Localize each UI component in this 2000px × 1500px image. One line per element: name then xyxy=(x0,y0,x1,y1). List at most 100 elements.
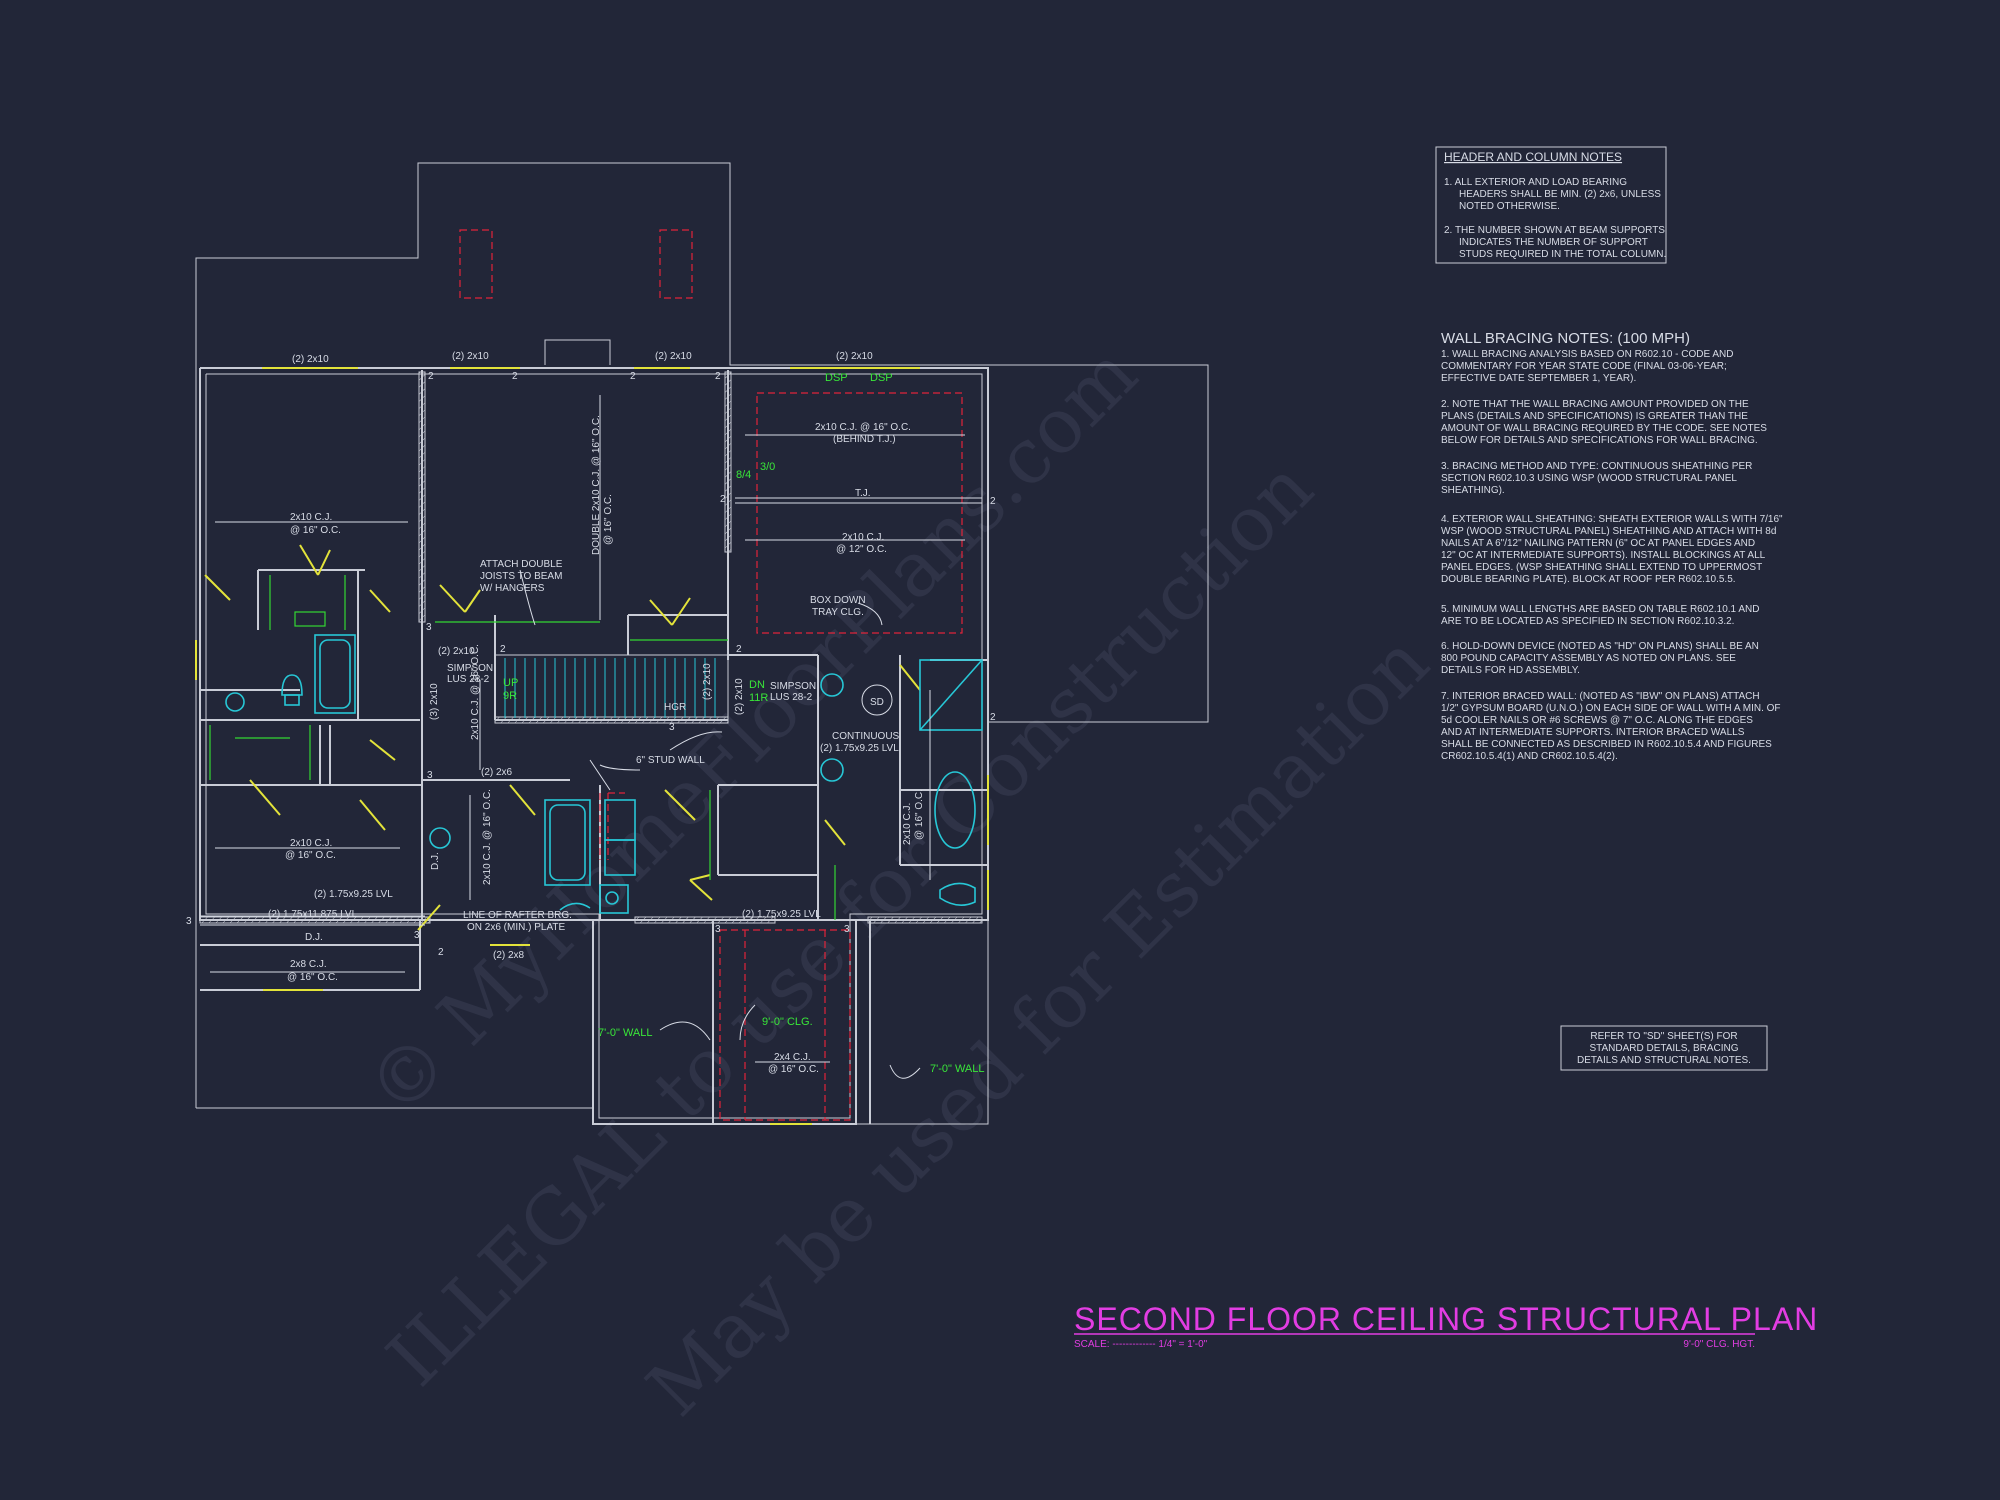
svg-text:SHEATHING).: SHEATHING). xyxy=(1441,485,1505,496)
svg-text:2: 2 xyxy=(720,494,726,505)
cj-label: 2x10 C.J. xyxy=(842,532,884,543)
simpson-label: SIMPSON xyxy=(447,663,493,674)
wall-height-label: 7'-0" WALL xyxy=(598,1027,653,1039)
cj-label: @ 16" O.C. xyxy=(914,789,925,840)
cj-label: 2x10 C.J. @ 16" O.C. xyxy=(482,789,493,885)
scale-label: SCALE: ------------- 1/4" = 1'-0" xyxy=(1074,1339,1208,1350)
chimney-outline xyxy=(544,339,611,365)
svg-text:SHALL BE CONNECTED AS DESCRIBE: SHALL BE CONNECTED AS DESCRIBED IN R602.… xyxy=(1441,739,1772,750)
lvl-label: (2) 1.75x11.875 LVL xyxy=(268,909,358,920)
wall-height-label: 7'-0" WALL xyxy=(930,1063,985,1075)
hgr-label: HGR xyxy=(664,702,686,713)
header-label: (2) 2x10 xyxy=(734,678,745,715)
plan-labels: (2) 2x10 (2) 2x10 (2) 2x10 (2) 2x10 DSP … xyxy=(186,351,996,1075)
simpson-label: LUS 28-2 xyxy=(447,674,490,685)
svg-text:2: 2 xyxy=(512,371,518,382)
cj-label: 2x10 C.J. @ 16" O.C. xyxy=(815,422,911,433)
svg-text:2. THE NUMBER SHOWN AT BEAM SU: 2. THE NUMBER SHOWN AT BEAM SUPPORTS xyxy=(1444,225,1665,236)
svg-text:DETAILS FOR HD ASSEMBLY.: DETAILS FOR HD ASSEMBLY. xyxy=(1441,665,1580,676)
lvl-label: (2) 1.75x9.25 LVL xyxy=(742,909,821,920)
header-label: (2) 2x10 xyxy=(702,663,713,700)
door-label: 3/0 xyxy=(760,461,775,473)
svg-text:6. HOLD-DOWN DEVICE (NOTED AS: 6. HOLD-DOWN DEVICE (NOTED AS "HD" ON PL… xyxy=(1441,641,1759,652)
continuous-label: (2) 1.75x9.25 LVL xyxy=(820,743,899,754)
svg-text:ARE TO BE LOCATED AS SPECIFIED: ARE TO BE LOCATED AS SPECIFIED IN SECTIO… xyxy=(1441,616,1734,627)
header-column-notes: HEADER AND COLUMN NOTES 1. ALL EXTERIOR … xyxy=(1435,146,1667,264)
rafter-label: ON 2x6 (MIN.) PLATE xyxy=(467,922,565,933)
dj-label: D.J. xyxy=(305,932,323,943)
svg-text:1. ALL EXTERIOR AND LOAD BEAR: 1. ALL EXTERIOR AND LOAD BEARING xyxy=(1444,177,1627,188)
box-down-label: TRAY CLG. xyxy=(812,607,864,618)
title-block: SECOND FLOOR CEILING STRUCTURAL PLAN SCA… xyxy=(1074,1301,1818,1350)
stud-wall-label: 6" STUD WALL xyxy=(636,755,705,766)
svg-text:STUDS REQUIRED IN THE TOTAL CO: STUDS REQUIRED IN THE TOTAL COLUMN. xyxy=(1459,249,1666,260)
stair-dn-label: 11R xyxy=(749,692,768,704)
stair-up-label: 9R xyxy=(503,690,517,702)
tray-ceiling-box xyxy=(756,392,963,634)
header-label: (2) 2x6 xyxy=(481,767,513,778)
plan-title: SECOND FLOOR CEILING STRUCTURAL PLAN xyxy=(1074,1301,1818,1337)
header-label: (2) 2x8 xyxy=(493,950,525,961)
svg-text:NAILS AT A 6"/12" NAILING PATT: NAILS AT A 6"/12" NAILING PATTERN (6" OC… xyxy=(1441,538,1755,549)
cj-label: 2x10 C.J. xyxy=(902,803,913,845)
wall-bracing-title: WALL BRACING NOTES: (100 MPH) xyxy=(1441,330,1690,347)
attach-label: W/ HANGERS xyxy=(480,583,545,594)
svg-text:AND AT INTERMEDIATE SUPPORTS.: AND AT INTERMEDIATE SUPPORTS. INTERIOR B… xyxy=(1441,727,1745,738)
skylight-left xyxy=(459,229,493,299)
dsp-label: DSP xyxy=(825,372,848,384)
cj-label: @ 12" O.C. xyxy=(836,544,887,555)
svg-text:5d COOLER NAILS OR #6 SCREWS @: 5d COOLER NAILS OR #6 SCREWS @ 7" O.C. A… xyxy=(1441,715,1753,726)
svg-text:HEADERS SHALL BE MIN. (2) 2x6,: HEADERS SHALL BE MIN. (2) 2x6, UNLESS xyxy=(1459,189,1661,200)
svg-text:2: 2 xyxy=(428,371,434,382)
tray-ceiling-bottom xyxy=(719,929,851,1121)
cj-label: 2x10 C.J. xyxy=(290,512,332,523)
header-label: (2) 2x10 xyxy=(438,646,475,657)
svg-text:PLANS (DETAILS AND SPECIFICATI: PLANS (DETAILS AND SPECIFICATIONS) IS GR… xyxy=(1441,411,1748,422)
dsp-label: DSP xyxy=(870,372,893,384)
closet-shelves xyxy=(209,575,836,920)
svg-text:4. EXTERIOR WALL SHEATHING: SH: 4. EXTERIOR WALL SHEATHING: SHEATH EXTER… xyxy=(1441,514,1783,525)
tj-label: T.J. xyxy=(855,488,871,499)
box-down-label: BOX DOWN xyxy=(810,595,866,606)
svg-text:1/2" GYPSUM BOARD (U.N.O.) ON: 1/2" GYPSUM BOARD (U.N.O.) ON EACH SIDE … xyxy=(1441,703,1781,714)
svg-text:3: 3 xyxy=(186,916,192,927)
header-label: (2) 2x10 xyxy=(452,351,489,362)
dj-label: D.J. xyxy=(430,852,441,870)
attach-label: JOISTS TO BEAM xyxy=(480,571,562,582)
svg-text:BELOW FOR DETAILS AND SPECIFIC: BELOW FOR DETAILS AND SPECIFICATIONS FOR… xyxy=(1441,435,1758,446)
cj-label: @ 16" O.C. xyxy=(287,972,338,983)
header-label: (3) 2x10 xyxy=(429,683,440,720)
svg-text:3: 3 xyxy=(715,924,721,935)
svg-text:CR602.10.5.4(1) AND CR602.10.5: CR602.10.5.4(1) AND CR602.10.5.4(2). xyxy=(1441,751,1618,762)
svg-text:3. BRACING METHOD AND TYPE: CO: 3. BRACING METHOD AND TYPE: CONTINUOUS S… xyxy=(1441,461,1752,472)
simpson-label: LUS 28-2 xyxy=(770,692,813,703)
svg-text:INDICATES THE NUMBER OF SUPPOR: INDICATES THE NUMBER OF SUPPORT xyxy=(1459,237,1648,248)
cj-label: (BEHIND T.J.) xyxy=(833,434,896,445)
attach-label: ATTACH DOUBLE xyxy=(480,559,563,570)
svg-text:7. INTERIOR BRACED WALL: (NOTE: 7. INTERIOR BRACED WALL: (NOTED AS "IBW"… xyxy=(1441,691,1760,702)
simpson-label: SIMPSON xyxy=(770,681,816,692)
notes-title: HEADER AND COLUMN NOTES xyxy=(1444,150,1622,164)
watermark: © MyHomeFloorPlans.com ILLEGAL to use fo… xyxy=(350,329,1446,1433)
ceiling-height-note: 9'-0" CLG. HGT. xyxy=(1683,1339,1755,1350)
svg-text:DOUBLE BEARING PLATE). BLOCK A: DOUBLE BEARING PLATE). BLOCK AT ROOF PER… xyxy=(1441,574,1736,585)
door-label: 8/4 xyxy=(736,469,751,481)
svg-text:2: 2 xyxy=(438,947,444,958)
svg-text:WSP (WOOD STRUCTURAL PANEL) SH: WSP (WOOD STRUCTURAL PANEL) SHEATHING AN… xyxy=(1441,526,1776,537)
cj-label: @ 16" O.C. xyxy=(768,1064,819,1075)
svg-text:COMMENTARY FOR YEAR STATE CODE: COMMENTARY FOR YEAR STATE CODE (FINAL 03… xyxy=(1441,361,1727,372)
svg-text:3: 3 xyxy=(427,770,433,781)
svg-text:5. MINIMUM WALL LENGTHS ARE BA: 5. MINIMUM WALL LENGTHS ARE BASED ON TAB… xyxy=(1441,604,1759,615)
skylight-right xyxy=(659,229,693,299)
cj-label: @ 16" O.C. xyxy=(290,525,341,536)
svg-text:3: 3 xyxy=(844,924,850,935)
refer-note: REFER TO "SD" SHEET(S) FOR STANDARD DETA… xyxy=(1560,1025,1768,1071)
svg-text:3: 3 xyxy=(669,722,675,733)
cj-label: 2x10 C.J. @ 16" O.C. xyxy=(470,644,481,740)
cj-label: 2x10 C.J. xyxy=(290,838,332,849)
svg-text:EFFECTIVE DATE SEPTEMBER 1, YE: EFFECTIVE DATE SEPTEMBER 1, YEAR). xyxy=(1441,373,1636,384)
svg-text:2: 2 xyxy=(715,371,721,382)
stair xyxy=(494,654,729,721)
wall-bracing-notes: WALL BRACING NOTES: (100 MPH) 1. WALL BR… xyxy=(1441,330,1783,762)
